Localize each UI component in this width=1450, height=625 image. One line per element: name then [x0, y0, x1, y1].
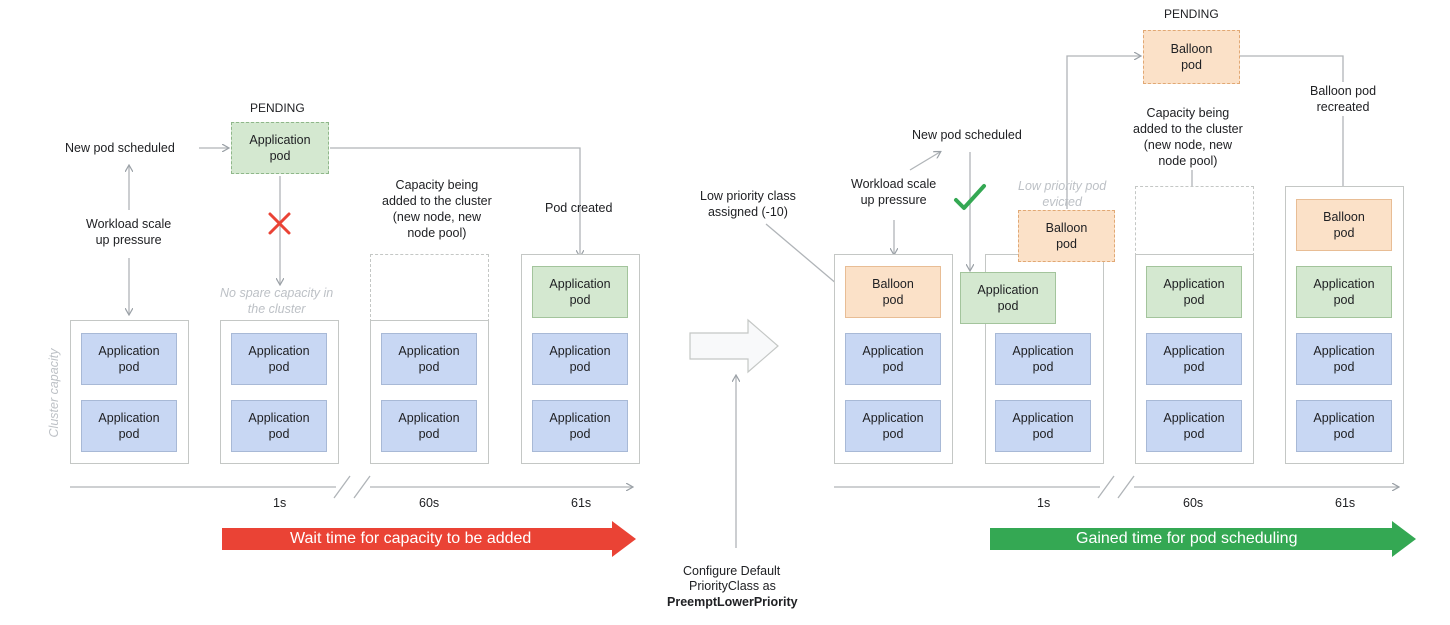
- left-pending-application-pod: Application pod: [231, 122, 329, 174]
- application-pod-green: Application pod: [1146, 266, 1242, 318]
- pod-label: Application pod: [249, 133, 311, 163]
- recreated-balloon-pod: Balloon pod: [1296, 199, 1392, 251]
- configure-text-2: PriorityClass as: [689, 579, 776, 593]
- right-workload-scale-label: Workload scale up pressure: [851, 177, 937, 207]
- right-time-60s: 60s: [1183, 496, 1204, 510]
- right-new-pod-scheduled-label: New pod scheduled: [912, 128, 1022, 142]
- left-no-spare-capacity-label: No spare capacity in the cluster: [220, 286, 334, 316]
- application-pod: Application pod: [845, 333, 941, 385]
- cluster-capacity-label: Cluster capacity: [47, 348, 61, 438]
- configure-text-1: Configure Default: [683, 564, 781, 578]
- right-pending-balloon-pod: Balloon pod: [1143, 30, 1240, 84]
- left-new-node-capacity: [370, 254, 489, 322]
- application-pod: Application pod: [81, 400, 177, 452]
- evicted-balloon-pod: Balloon pod: [1018, 210, 1115, 262]
- wait-time-banner-shape: [222, 521, 636, 557]
- balloon-recreated-label: Balloon pod recreated: [1310, 84, 1377, 114]
- left-workload-scale-label: Workload scale up pressure: [86, 217, 172, 247]
- gained-time-banner-shape: [990, 521, 1416, 557]
- gained-time-banner-text: Gained time for pod scheduling: [1076, 530, 1298, 547]
- low-priority-assigned-label: Low priority class assigned (-10): [700, 189, 796, 219]
- created-application-pod: Application pod: [532, 266, 628, 318]
- left-time-60s: 60s: [419, 496, 440, 510]
- application-pod: Application pod: [1146, 333, 1242, 385]
- right-time-1s: 1s: [1037, 496, 1051, 510]
- application-pod-green: Application pod: [1296, 266, 1392, 318]
- application-pod: Application pod: [81, 333, 177, 385]
- cross-icon: [268, 212, 291, 235]
- left-pending-label: PENDING: [250, 101, 305, 115]
- wait-time-banner-text: Wait time for capacity to be added: [290, 530, 532, 547]
- transition-arrow: [689, 318, 779, 374]
- left-capacity-added-label: Capacity being added to the cluster (new…: [382, 178, 492, 240]
- scheduled-application-pod: Application pod: [960, 272, 1056, 324]
- configure-text-3: PreemptLowerPriority: [667, 595, 798, 609]
- application-pod: Application pod: [995, 333, 1091, 385]
- application-pod: Application pod: [1146, 400, 1242, 452]
- application-pod: Application pod: [995, 400, 1091, 452]
- check-icon: [954, 184, 986, 210]
- balloon-pod: Balloon pod: [845, 266, 941, 318]
- application-pod: Application pod: [1296, 400, 1392, 452]
- right-pending-label: PENDING: [1164, 7, 1219, 21]
- application-pod: Application pod: [381, 333, 477, 385]
- right-capacity-added-label: Capacity being added to the cluster (new…: [1133, 106, 1243, 168]
- application-pod: Application pod: [1296, 333, 1392, 385]
- application-pod: Application pod: [381, 400, 477, 452]
- right-new-node-capacity: [1135, 186, 1254, 256]
- application-pod: Application pod: [231, 400, 327, 452]
- left-new-pod-scheduled-label: New pod scheduled: [65, 141, 175, 155]
- application-pod: Application pod: [532, 333, 628, 385]
- low-priority-evicted-label: Low priority pod evicted: [1018, 179, 1107, 209]
- left-time-1s: 1s: [273, 496, 287, 510]
- left-time-61s: 61s: [571, 496, 592, 510]
- left-pod-created-label: Pod created: [545, 201, 613, 215]
- application-pod: Application pod: [532, 400, 628, 452]
- application-pod: Application pod: [845, 400, 941, 452]
- application-pod: Application pod: [231, 333, 327, 385]
- right-time-61s: 61s: [1335, 496, 1356, 510]
